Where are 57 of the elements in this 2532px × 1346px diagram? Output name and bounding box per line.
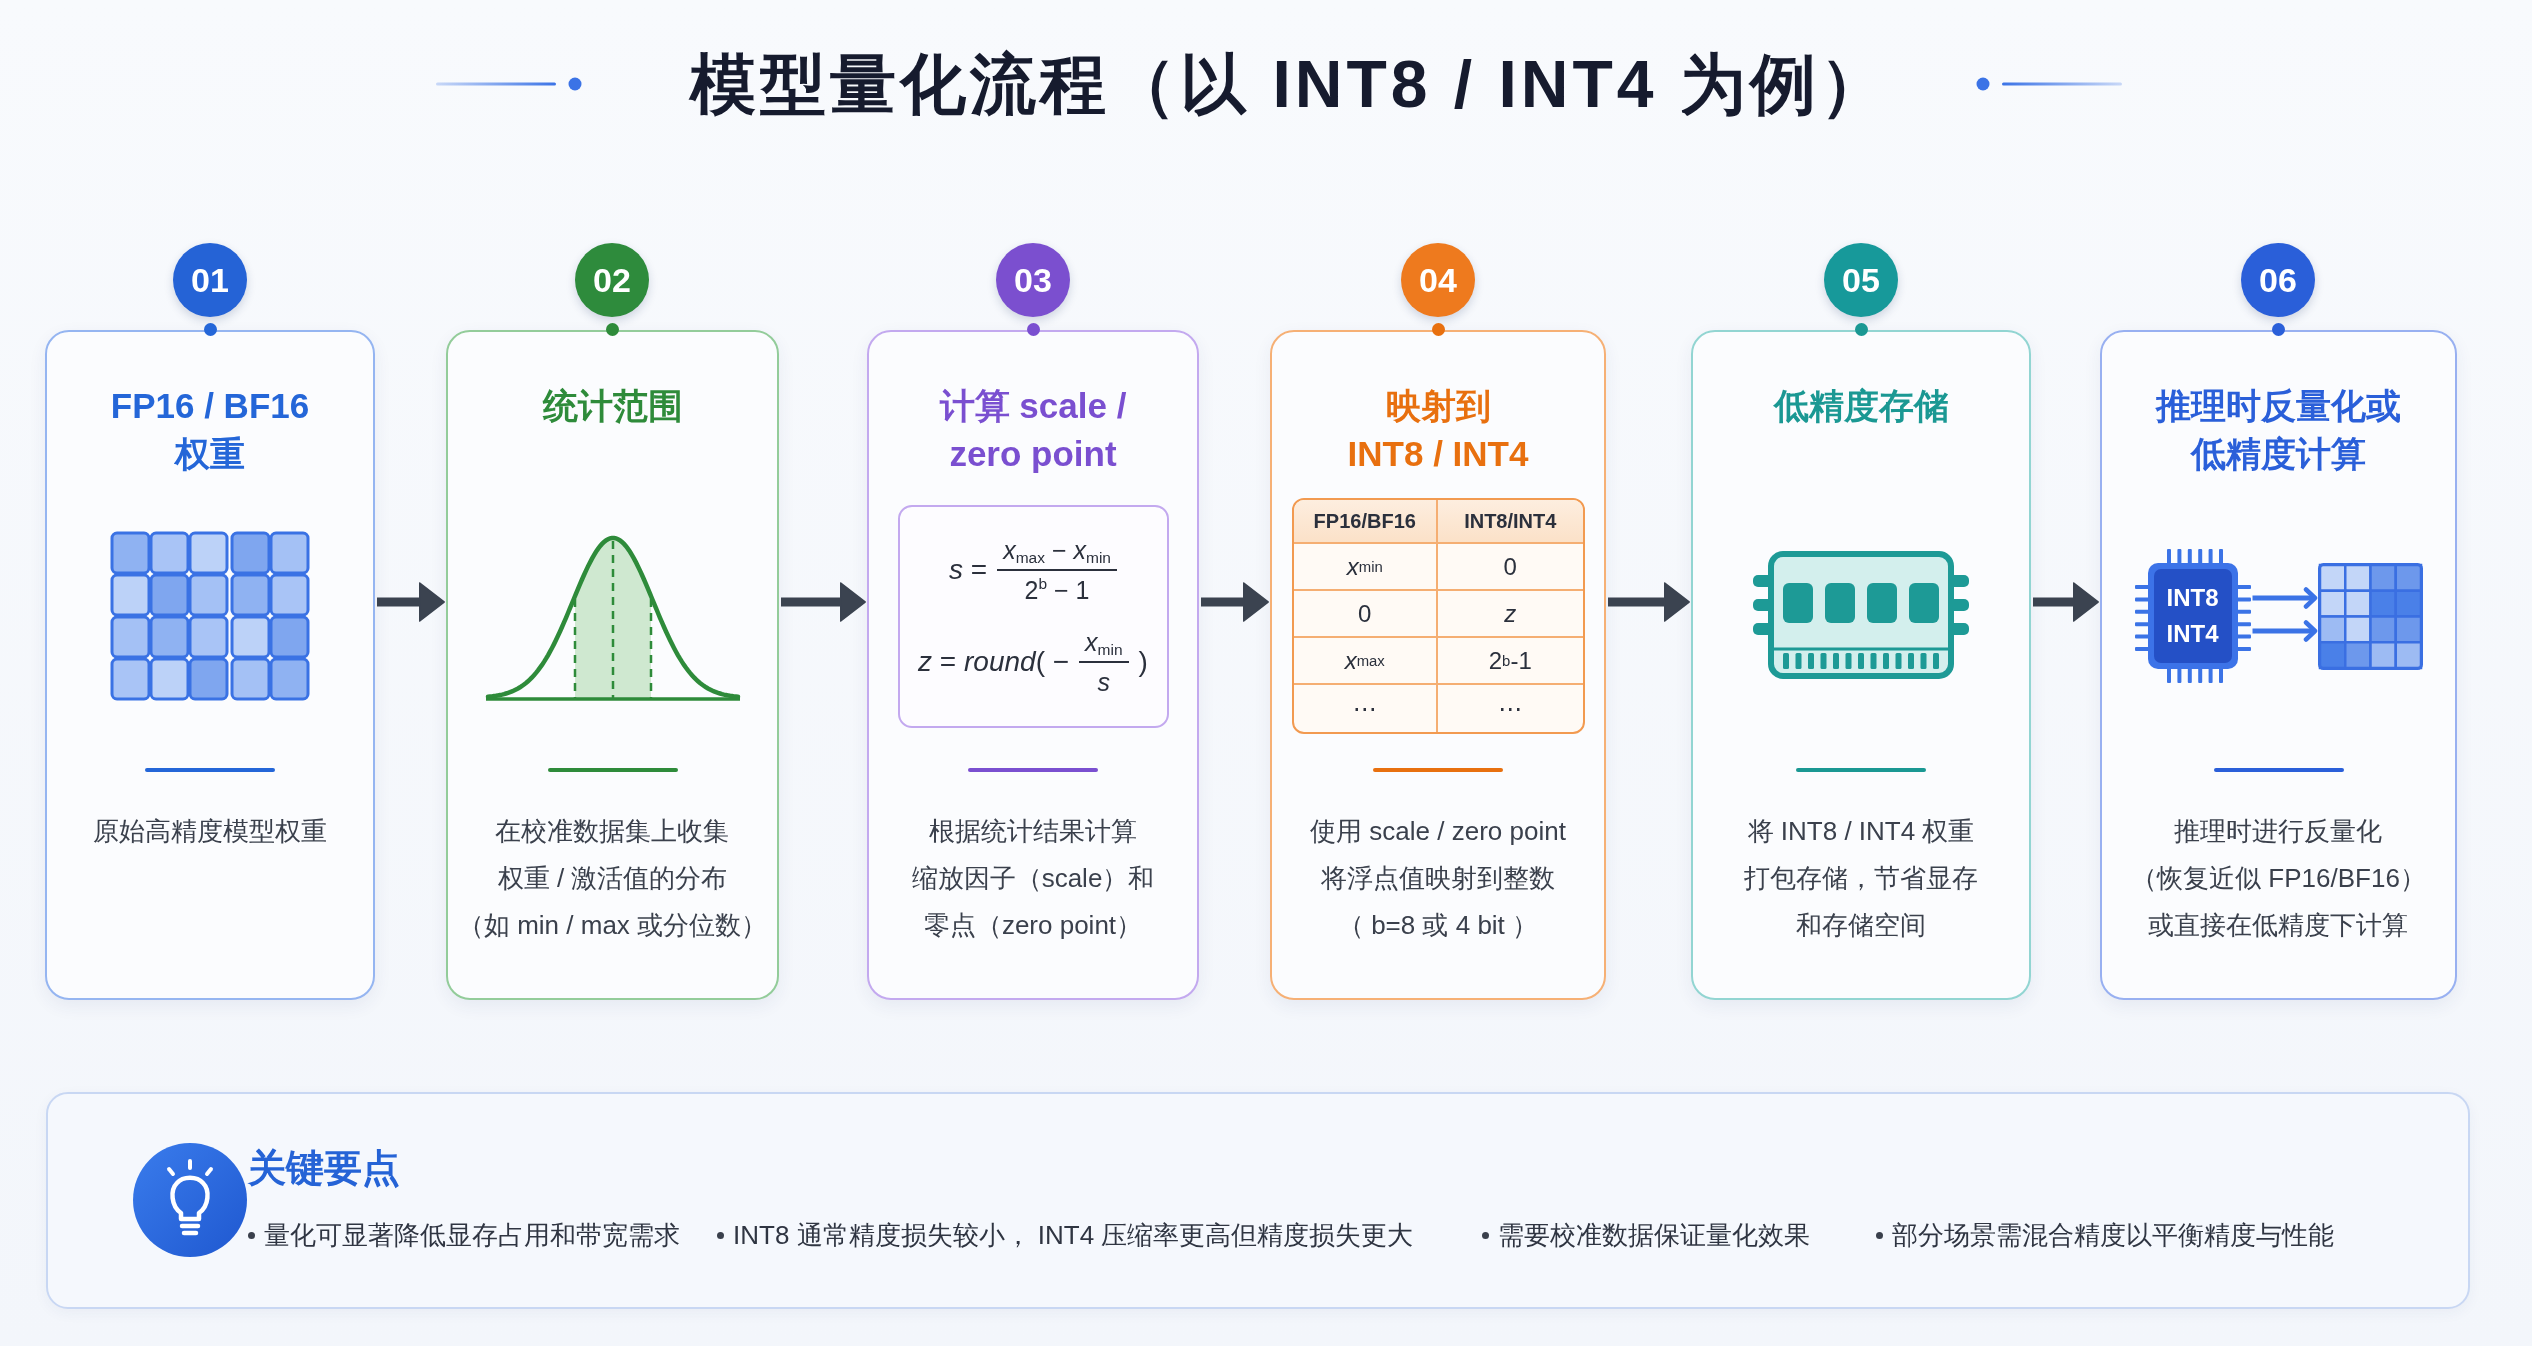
panel-heading: 关键要点	[248, 1146, 400, 1191]
key-point-text: 需要校准数据保证量化效果	[1498, 1219, 1810, 1252]
step-number-badge	[575, 243, 649, 317]
badge-number: 02	[593, 260, 631, 300]
step-number-badge	[996, 243, 1070, 317]
badge-number: 05	[1842, 260, 1880, 300]
table-cell: 2$^{b}$-1	[1438, 638, 1583, 685]
arrow	[1201, 582, 1269, 622]
step-title: 统计范围	[542, 385, 683, 427]
step-number-badge	[1824, 243, 1898, 317]
step-description: 原始高精度模型权重	[93, 815, 327, 848]
step-description: 将 INT8 / INT4 权重打包存储，节省显存和存储空间	[1744, 815, 1978, 942]
key-points-panel	[46, 1092, 2470, 1309]
formula-text: )	[1138, 645, 1148, 679]
table-header-cell: INT8/INT4	[1438, 500, 1583, 544]
formula-denominator: s	[1097, 667, 1111, 698]
step-description: 推理时进行反量化（恢复近似 FP16/BF16）或直接在低精度下计算	[2131, 815, 2426, 942]
arrow	[781, 582, 866, 622]
diagram-title: 模型量化流程（以 INT8 / INT4 为例）	[690, 46, 1890, 123]
step-title: 映射到 INT8 / INT4	[1347, 385, 1529, 475]
formula-numerator: x$_{min}$	[1079, 626, 1129, 663]
step-number-badge	[1401, 243, 1475, 317]
chip-label: INT8 INT4	[2166, 583, 2219, 649]
arrow	[1608, 582, 1690, 622]
arrow	[377, 582, 445, 622]
table-cell: 0	[1438, 544, 1583, 591]
step-title: FP16 / BF16 权重	[110, 385, 310, 475]
formula-numerator: x$_{max}$ − x$_{min}$	[997, 534, 1117, 571]
formula-box	[897, 504, 1169, 728]
step-description: 根据统计结果计算缩放因子（scale）和零点（zero point）	[911, 815, 1155, 942]
mapping-table	[1291, 498, 1585, 734]
formula-text: s =	[949, 553, 988, 587]
table-cell: 0	[1293, 591, 1438, 638]
step-title: 推理时反量化或低精度计算	[2156, 385, 2401, 475]
formula-denominator: 2$^{b}$ − 1	[1024, 574, 1090, 606]
table-header-cell: FP16/BF16	[1293, 500, 1438, 544]
key-point-text: 量化可显著降低显存占用和带宽需求	[264, 1219, 680, 1252]
processor-chip	[2134, 549, 2251, 683]
badge-number: 03	[1014, 260, 1052, 300]
step-title: 计算 scale / zero point	[939, 385, 1127, 475]
table-cell: ⋯	[1293, 685, 1438, 732]
badge-number: 04	[1419, 260, 1457, 300]
badge-number: 01	[191, 260, 229, 300]
table-cell: z	[1438, 591, 1583, 638]
formula-text: z = round( −	[918, 645, 1070, 679]
table-cell-text: ⋯	[1497, 693, 1524, 724]
badge-number: 06	[2259, 260, 2297, 300]
step-description: 使用 scale / zero point将浮点值映射到整数（ b=8 或 4 bit ）	[1310, 815, 1566, 942]
step-number-badge	[173, 243, 247, 317]
step-title: 低精度存储	[1773, 385, 1949, 427]
arrow	[2033, 582, 2099, 622]
matrix-grid	[2317, 562, 2423, 670]
step-number-badge	[2241, 243, 2315, 317]
key-point-text: 部分场景需混合精度以平衡精度与性能	[1892, 1219, 2334, 1252]
key-point-text: INT8 通常精度损失较小， INT4 压缩率更高但精度损失更大	[733, 1219, 1414, 1252]
arrow	[2252, 620, 2318, 642]
step-description: 在校准数据集上收集权重 / 激活值的分布（如 min / max 或分位数）	[457, 815, 768, 942]
